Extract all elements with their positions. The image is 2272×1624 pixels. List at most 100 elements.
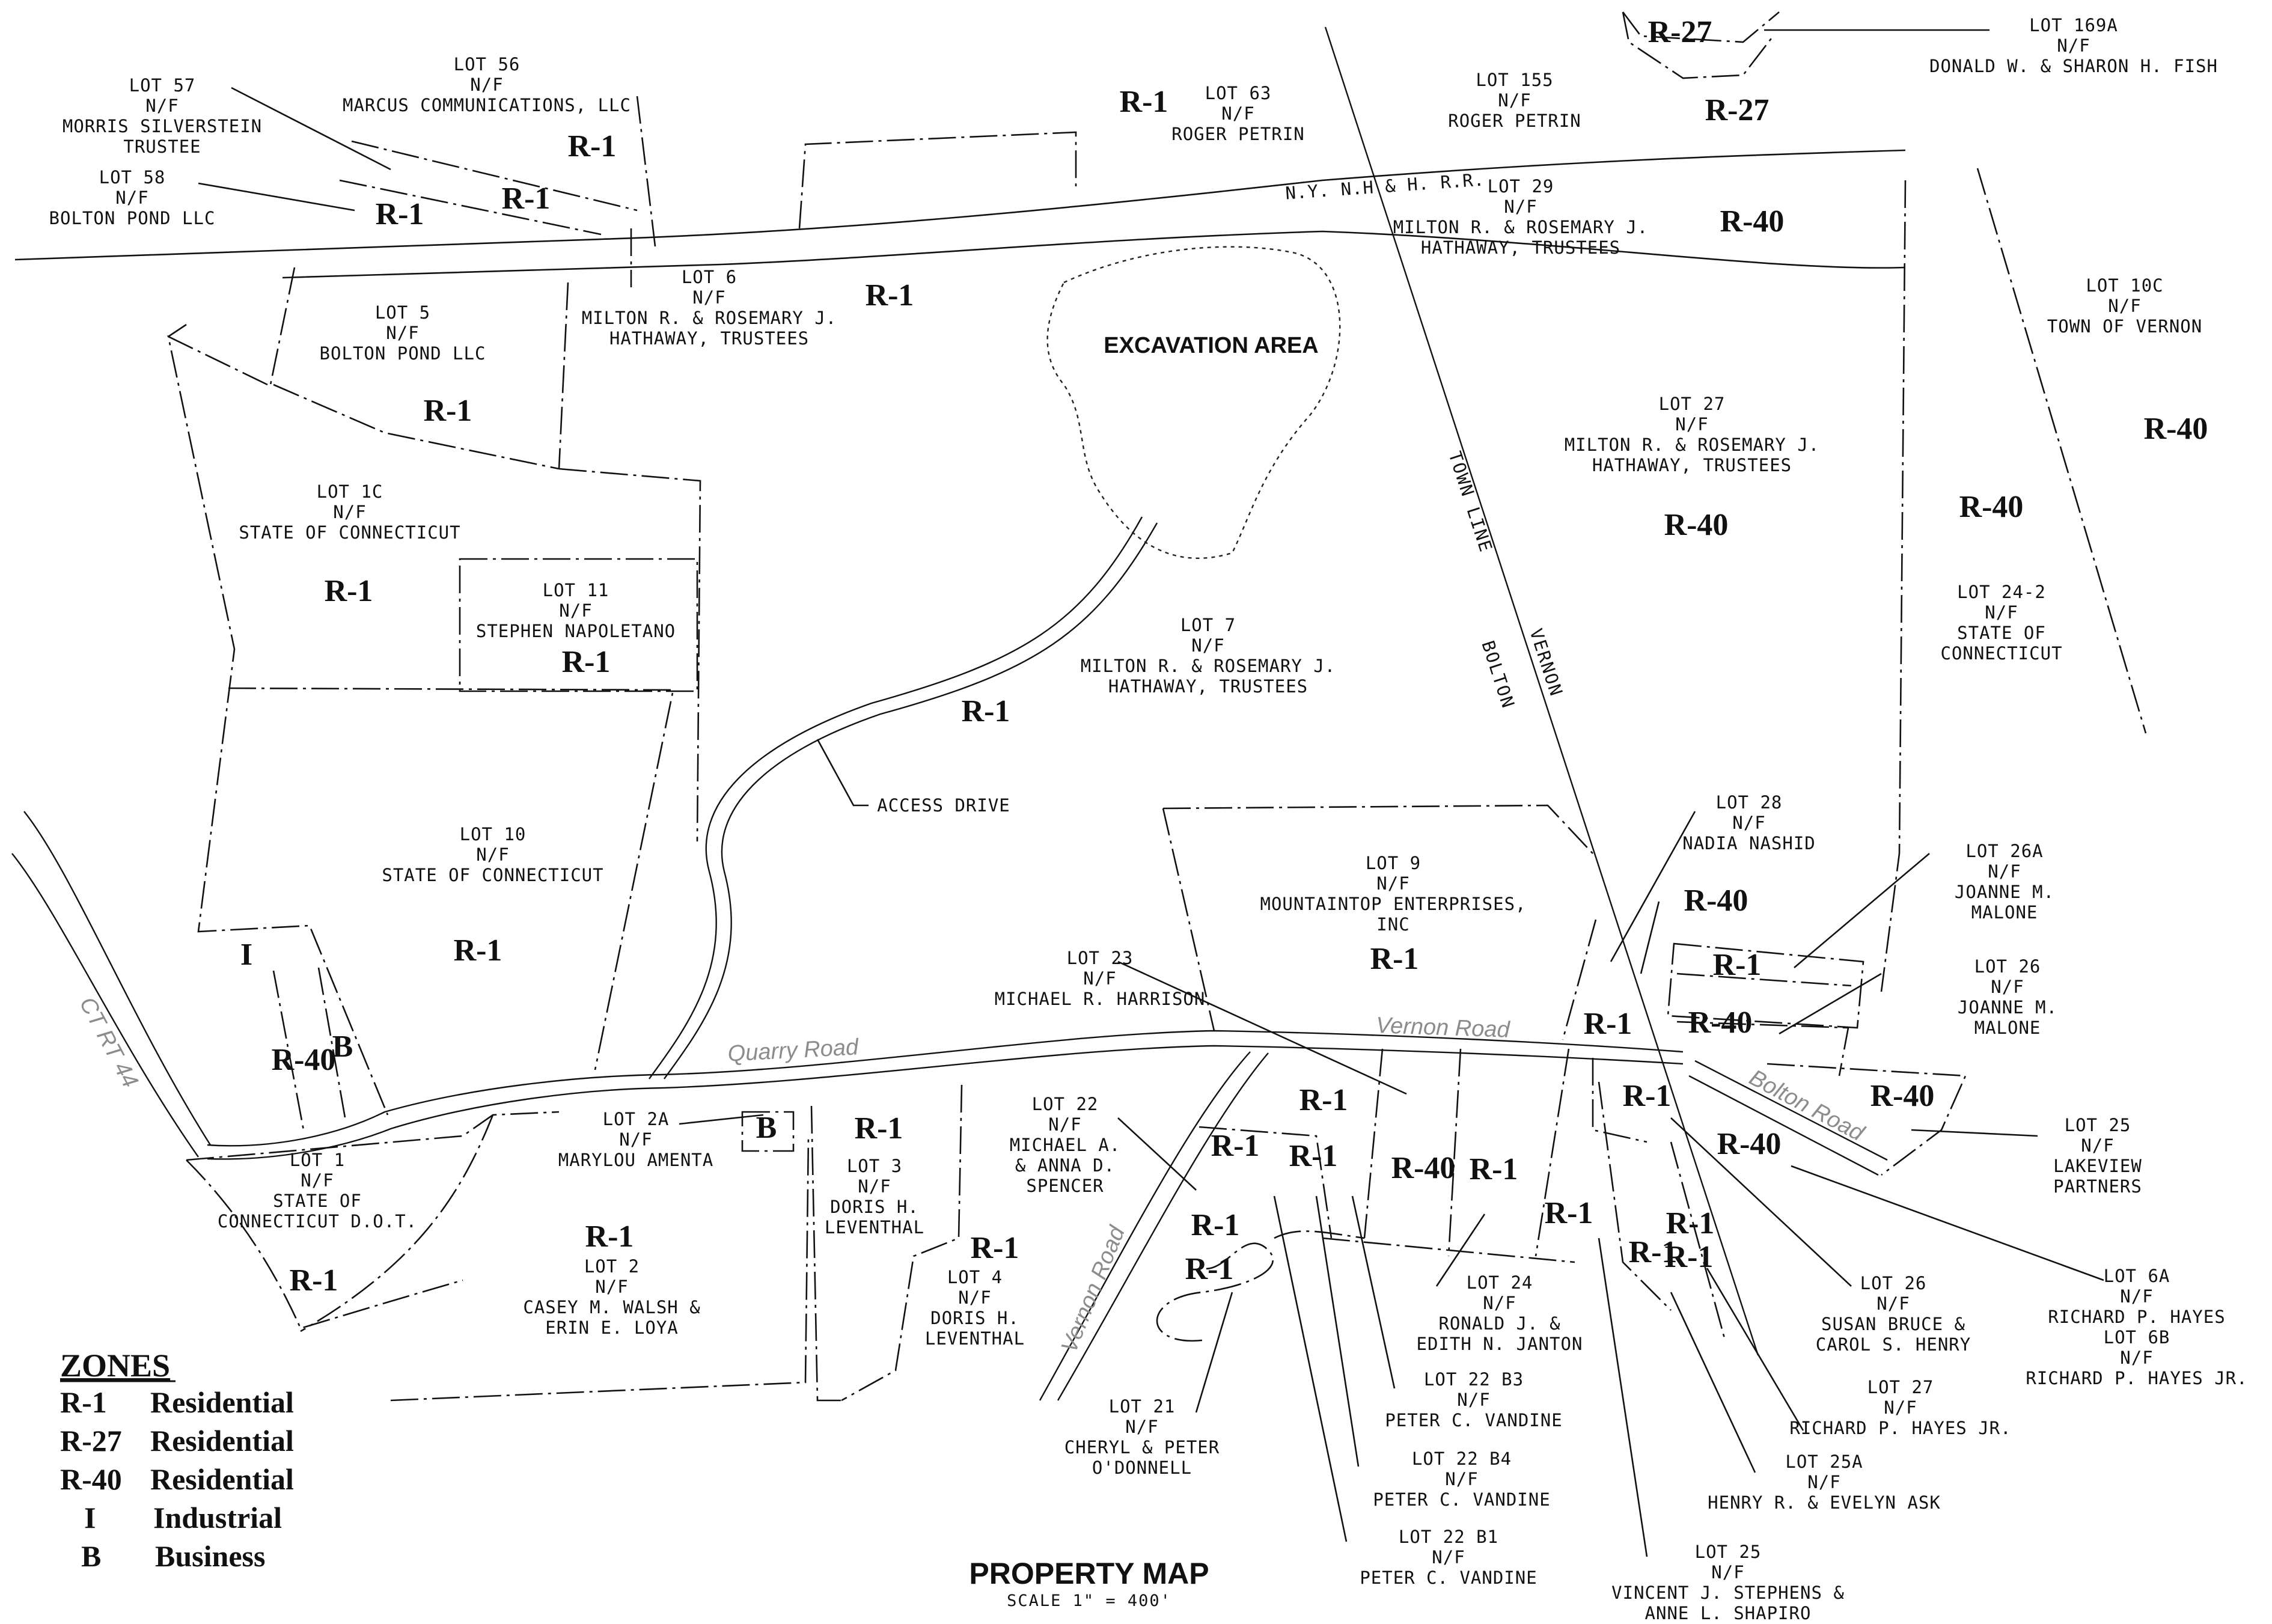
lot-owner-label: LOT 6B bbox=[2104, 1327, 2170, 1348]
lot-owner-label: O'DONNELL bbox=[1092, 1458, 1192, 1478]
lot-owner-label: PETER C. VANDINE bbox=[1373, 1489, 1550, 1510]
lot-owner-label: DONALD W. & SHARON H. FISH bbox=[1929, 56, 2218, 76]
lot-owner-label: N/F bbox=[2120, 1348, 2153, 1368]
zone-label: R-40 bbox=[1688, 1006, 1753, 1040]
zones-legend: ZONES R-1 Residential R-27 Residential R… bbox=[60, 1348, 294, 1573]
lot-owner-label: MILTON R. & ROSEMARY J. bbox=[582, 308, 837, 328]
zone-label: R-1 bbox=[1211, 1129, 1260, 1163]
lot-owner-label: N/F bbox=[2108, 296, 2141, 316]
lot-owner-label: HATHAWAY, TRUSTEES bbox=[609, 328, 809, 349]
lot-owner-label: BOLTON POND LLC bbox=[320, 343, 486, 364]
access-drive-edge-1 bbox=[649, 516, 1143, 1079]
town-line bbox=[1324, 26, 1759, 1356]
lot-number-label: LOT 4 bbox=[947, 1267, 1003, 1287]
lot-owner-label: MARCUS COMMUNICATIONS, LLC bbox=[343, 95, 631, 115]
zone-label: R-1 bbox=[1623, 1079, 1672, 1113]
legend-code: B bbox=[81, 1539, 101, 1573]
lot-owner-label: MALONE bbox=[1974, 1018, 2041, 1038]
lot-number-label: LOT 5 bbox=[375, 302, 430, 323]
lot-owner-label: N/F bbox=[1988, 861, 2021, 882]
zone-label: R-1 bbox=[855, 1111, 903, 1146]
lot-owner-label: ANNE L. SHAPIRO bbox=[1645, 1603, 1812, 1623]
railroad-line bbox=[14, 149, 1906, 261]
lot-owner-label: N/F bbox=[1125, 1417, 1158, 1437]
map-scale: SCALE 1" = 400' bbox=[1007, 1592, 1171, 1610]
linework bbox=[11, 11, 2147, 1557]
lot-owner-label: STATE OF bbox=[1957, 623, 2046, 643]
lot-owner-label: MICHAEL A. bbox=[1010, 1135, 1121, 1155]
lot-owner-label: N/F bbox=[1504, 197, 1537, 217]
zone-label: R-27 bbox=[1648, 15, 1712, 49]
bolton-road-edge-1 bbox=[1694, 1060, 1888, 1161]
lot-number-label: LOT 27 bbox=[1659, 394, 1726, 414]
bolton-road-edge-2 bbox=[1688, 1075, 1879, 1176]
lot-owner-label: N/F bbox=[301, 1170, 334, 1191]
lot-owner-label: N/F bbox=[2120, 1286, 2153, 1307]
lot-owner-label: N/F bbox=[1221, 103, 1254, 124]
zone-label: R-1 bbox=[866, 278, 914, 313]
vernon-road-label-south: Vernon Road bbox=[1057, 1222, 1131, 1357]
lot-owner-label: PETER C. VANDINE bbox=[1360, 1568, 1537, 1588]
lot-owner-label: N/F bbox=[595, 1277, 628, 1297]
lot-number-label: LOT 25 bbox=[1695, 1542, 1762, 1562]
lot-number-label: LOT 27 bbox=[1867, 1377, 1934, 1397]
zone-label: R-40 bbox=[1664, 508, 1729, 542]
zone-label: R-1 bbox=[1629, 1235, 1678, 1269]
lot-number-label: LOT 24-2 bbox=[1957, 582, 2046, 602]
lot-owner-label: N/F bbox=[692, 287, 725, 308]
lot-number-label: LOT 28 bbox=[1716, 792, 1783, 813]
zone-label: R-1 bbox=[971, 1231, 1019, 1265]
zone-label: R-40 bbox=[2144, 412, 2208, 446]
legend-desc: Residential bbox=[150, 1424, 294, 1458]
excavation-area-label: EXCAVATION AREA bbox=[1104, 333, 1319, 358]
lot-owner-label: RICHARD P. HAYES JR. bbox=[1789, 1418, 2011, 1438]
lot-owner-label: STEPHEN NAPOLETANO bbox=[476, 621, 676, 641]
lot-owner-label: N/F bbox=[386, 323, 419, 343]
lot-owner-label: ROGER PETRIN bbox=[1171, 124, 1305, 144]
lot-owner-label: N/F bbox=[2081, 1135, 2114, 1156]
vernon-road-label-north: Vernon Road bbox=[1375, 1013, 1511, 1043]
lot-owner-label: ERIN E. LOYA bbox=[545, 1317, 679, 1338]
zone-label: R-40 bbox=[1684, 884, 1748, 918]
lot-number-label: LOT 21 bbox=[1109, 1396, 1176, 1417]
lot-owner-label: TRUSTEE bbox=[123, 136, 201, 157]
lot-owner-label: N/F bbox=[1191, 635, 1224, 656]
zone-label: B bbox=[756, 1111, 777, 1145]
zone-label: R-40 bbox=[1870, 1079, 1935, 1113]
lot-owner-label: DORIS H. bbox=[830, 1197, 919, 1217]
lot-number-label: LOT 6 bbox=[682, 267, 737, 287]
lot-owner-label: N/F bbox=[1807, 1472, 1840, 1492]
lot-owner-label: N/F bbox=[559, 600, 592, 621]
zone-label: I bbox=[240, 938, 252, 972]
lot-number-label: LOT 7 bbox=[1180, 615, 1236, 635]
zone-label: R-1 bbox=[502, 182, 551, 216]
lot-number-label: LOT 11 bbox=[543, 580, 609, 600]
lot-number-label: LOT 57 bbox=[129, 75, 196, 96]
lot-owner-label: MILTON R. & ROSEMARY J. bbox=[1565, 435, 1820, 455]
lot-number-label: LOT 56 bbox=[454, 54, 521, 75]
lot-owner-label: CHERYL & PETER bbox=[1064, 1437, 1220, 1458]
lot-number-label: LOT 26A bbox=[1965, 841, 2043, 861]
zone-label: R-1 bbox=[1665, 1240, 1714, 1274]
lot-owner-label: N/F bbox=[470, 75, 503, 95]
vernon-road-south-edge-1 bbox=[1039, 1051, 1251, 1401]
lot-number-label: LOT 26 bbox=[1974, 956, 2041, 977]
lot-owner-label: CONNECTICUT D.O.T. bbox=[218, 1211, 417, 1232]
lot-owner-label: HATHAWAY, TRUSTEES bbox=[1421, 237, 1620, 258]
lot-number-label: LOT 1C bbox=[317, 481, 383, 502]
zone-label: R-1 bbox=[1545, 1196, 1593, 1230]
town-line-label: TOWN LINE bbox=[1444, 449, 1496, 555]
lot-owner-label: N/F bbox=[1457, 1390, 1490, 1410]
zone-label: R-1 bbox=[585, 1220, 634, 1254]
lot-owner-label: STATE OF CONNECTICUT bbox=[382, 865, 603, 885]
lot-number-label: LOT 22 bbox=[1032, 1094, 1099, 1114]
lot-owner-label: VINCENT J. STEPHENS & bbox=[1611, 1583, 1845, 1603]
railroad-label: N.Y. N.H & H. R.R. bbox=[1284, 169, 1485, 203]
lot-number-label: LOT 22 B3 bbox=[1424, 1369, 1524, 1390]
lot-number-label: LOT 29 bbox=[1488, 176, 1554, 197]
zone-label: R-1 bbox=[1185, 1252, 1234, 1286]
lot-number-label: LOT 10 bbox=[460, 824, 527, 844]
legend-desc: Industrial bbox=[153, 1501, 282, 1534]
zone-label: R-1 bbox=[424, 394, 472, 428]
legend-code: R-40 bbox=[60, 1462, 122, 1496]
